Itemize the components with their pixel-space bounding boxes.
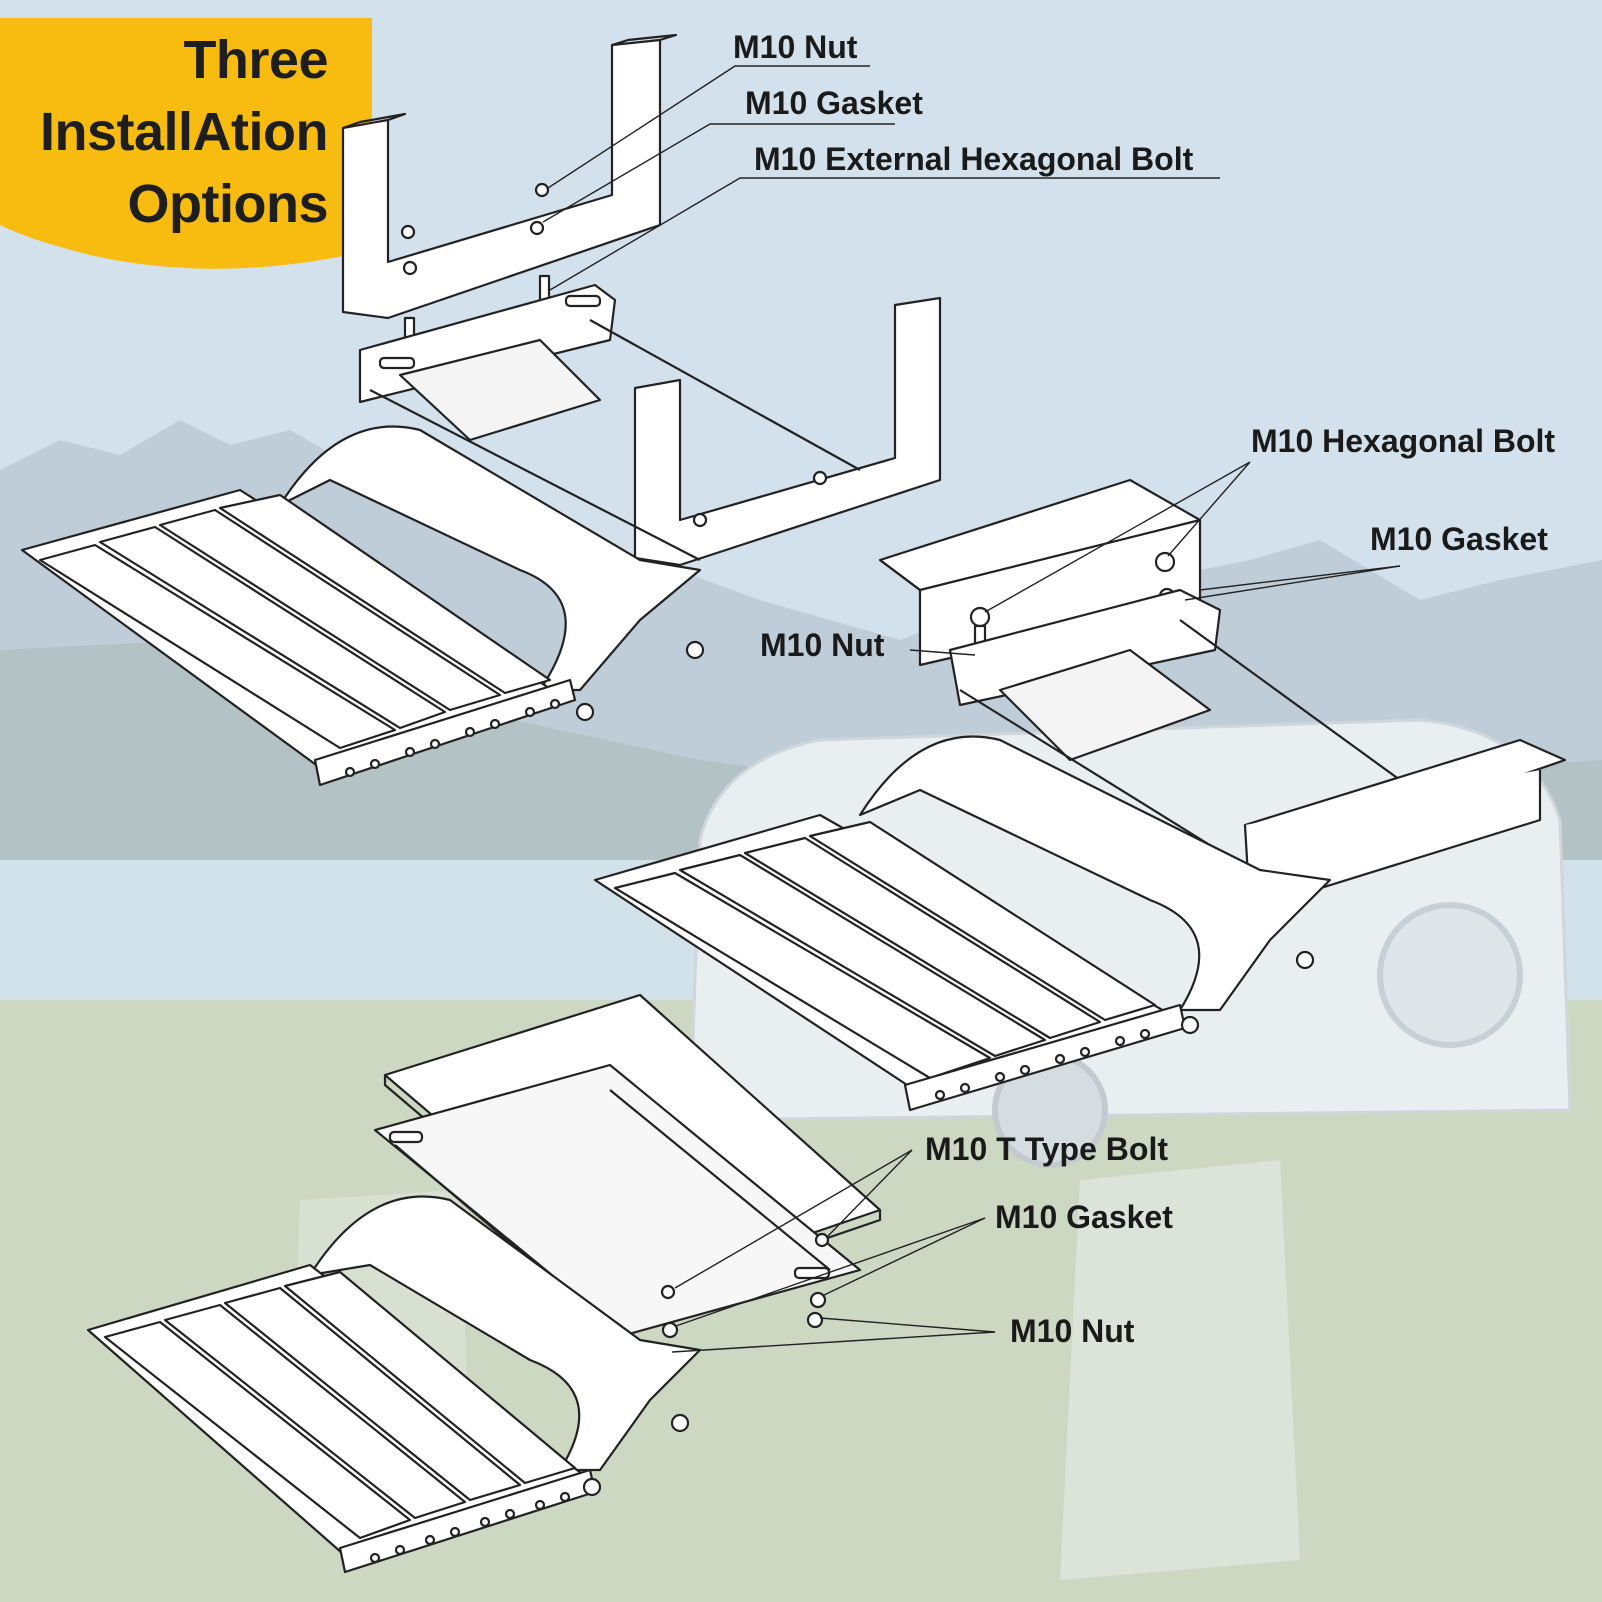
option1-gasket-label: M10 Gasket [745, 85, 923, 121]
gasket-5 [661, 1321, 679, 1339]
gasket-2 [402, 260, 418, 276]
title-line-1: Three [183, 30, 328, 90]
u-tube-top [342, 112, 407, 130]
u-tube-bracket [341, 38, 662, 320]
camp-chair [1060, 1160, 1300, 1580]
gasket-1 [529, 220, 545, 236]
tread-slats-3 [103, 1270, 577, 1540]
front-bar-holes [344, 698, 561, 778]
option2-leader-lines [909, 461, 1401, 656]
pivot-bolt [685, 640, 705, 660]
gasket-4 [809, 1291, 827, 1309]
hex-bolt-2 [1154, 551, 1176, 573]
t-bolt-1 [814, 1232, 830, 1248]
option3-nut-label: M10 Nut [1010, 1313, 1135, 1349]
plate-slot [793, 1266, 831, 1280]
scissor-arm [278, 425, 702, 692]
plate-slot [378, 356, 416, 370]
pivot-bolt [582, 1477, 602, 1497]
tread-slats-2 [613, 820, 1157, 1080]
option1-nut-label: M10 Nut [733, 29, 858, 65]
u-tube-bracket-2 [633, 296, 942, 567]
nut-1 [534, 182, 550, 198]
option3-bolt-label: M10 T Type Bolt [925, 1131, 1168, 1167]
scissor-arm-2 [858, 735, 1332, 1012]
plate-slot [388, 1130, 424, 1144]
title-badge: Three InstallAtion Options [0, 18, 329, 248]
rail [589, 319, 861, 471]
option1-leader-lines [542, 65, 1220, 291]
u-tube-top-right [611, 33, 678, 47]
pivot-bolt [670, 1413, 690, 1433]
spare-wheel [1377, 902, 1523, 1048]
nut-3 [692, 512, 708, 528]
pivot-bolt [1180, 1015, 1200, 1035]
option3-step-assembly [86, 993, 996, 1574]
t-bolt-2 [660, 1284, 676, 1300]
front-bar-holes-3 [369, 1491, 571, 1564]
plate-slot [564, 294, 602, 308]
scissor-arm-3 [308, 1195, 702, 1472]
option3-gasket-label: M10 Gasket [995, 1199, 1173, 1235]
option2-step-assembly [593, 461, 1567, 1112]
motor-housing [398, 338, 602, 442]
rail [369, 389, 701, 561]
motor-housing-2 [998, 648, 1212, 762]
rail [1179, 619, 1401, 781]
rail [609, 1089, 831, 1271]
option3-leader-lines [671, 1149, 996, 1353]
option2-nut-label: M10 Nut [760, 627, 885, 663]
option1-bolt-label: M10 External Hexagonal Bolt [754, 141, 1194, 177]
nut-4 [812, 470, 828, 486]
nut-2 [400, 224, 416, 240]
option2-bolt-label: M10 Hexagonal Bolt [1251, 423, 1556, 459]
front-bar-holes-2 [934, 1028, 1151, 1101]
mounting-plate-2 [948, 588, 1222, 707]
option2-gasket-label: M10 Gasket [1370, 521, 1548, 557]
step-front-bar [313, 678, 577, 787]
nut-6 [806, 1311, 824, 1329]
pivot-bolt [575, 702, 595, 722]
title-badge-shape [0, 18, 372, 269]
title-line-3: Options [127, 174, 329, 234]
option1-step-assembly [20, 33, 1220, 787]
pivot-bolt [1295, 950, 1315, 970]
tread-slats [38, 493, 552, 750]
title-line-2: InstallAtion [40, 102, 329, 162]
